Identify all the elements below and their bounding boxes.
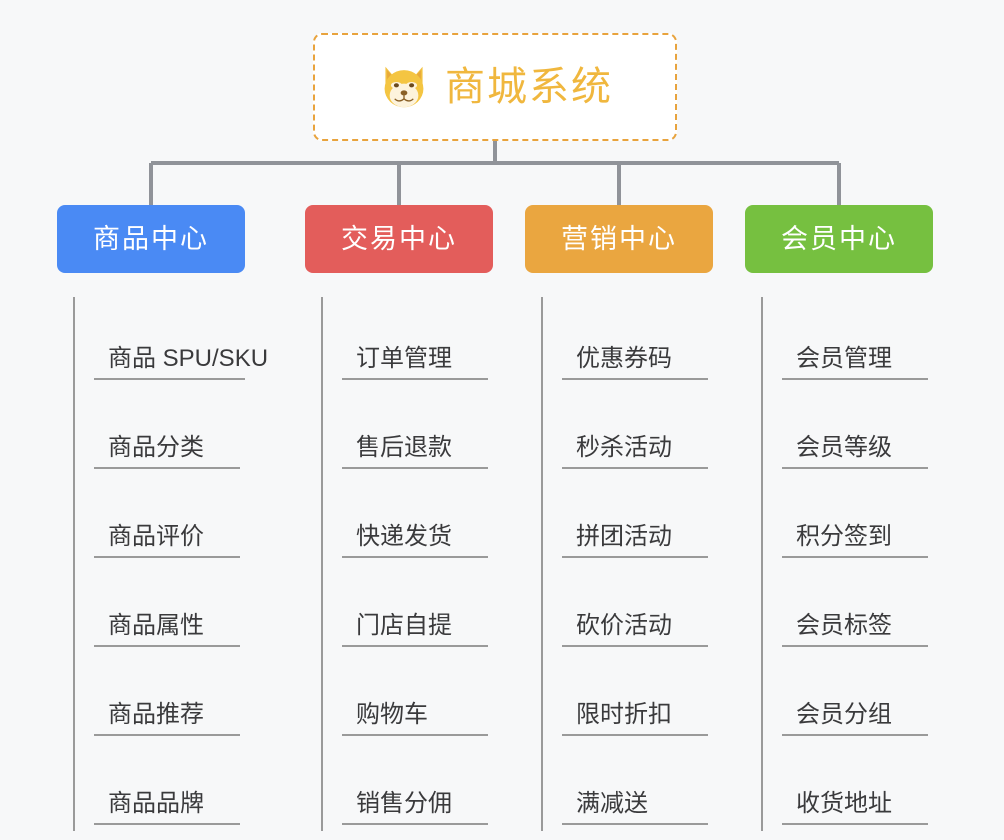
leaf-item-label: 砍价活动	[562, 612, 708, 647]
leaf-item-label: 收货地址	[782, 790, 928, 825]
leaf-item[interactable]: 门店自提	[323, 564, 493, 653]
branch-header-label: 营销中心	[561, 223, 677, 254]
leaf-item[interactable]: 商品属性	[75, 564, 245, 653]
leaf-item[interactable]: 销售分佣	[323, 742, 493, 831]
leaf-item[interactable]: 会员分组	[763, 653, 933, 742]
leaf-item[interactable]: 会员标签	[763, 564, 933, 653]
leaf-item-label: 会员管理	[782, 345, 928, 380]
leaf-item-label: 商品分类	[94, 434, 240, 469]
leaf-item-label: 秒杀活动	[562, 434, 708, 469]
leaf-item[interactable]: 商品推荐	[75, 653, 245, 742]
leaf-item[interactable]: 售后退款	[323, 386, 493, 475]
leaf-item-label: 积分签到	[782, 523, 928, 558]
leaf-item-label: 会员等级	[782, 434, 928, 469]
leaf-list-b2: 优惠券码秒杀活动拼团活动砍价活动限时折扣满减送	[541, 297, 713, 831]
leaf-item[interactable]: 拼团活动	[543, 475, 713, 564]
branch-header-b3[interactable]: 会员中心	[745, 205, 933, 273]
leaf-item[interactable]: 积分签到	[763, 475, 933, 564]
leaf-item-label: 商品 SPU/SKU	[94, 345, 268, 380]
leaf-item-label: 商品属性	[94, 612, 240, 647]
leaf-item[interactable]: 满减送	[543, 742, 713, 831]
shiba-dog-icon	[384, 66, 424, 108]
branch-header-b0[interactable]: 商品中心	[57, 205, 245, 273]
leaf-item[interactable]: 商品品牌	[75, 742, 245, 831]
leaf-item-label: 快递发货	[342, 523, 488, 558]
leaf-item-label: 满减送	[562, 790, 708, 825]
leaf-list-b1: 订单管理售后退款快递发货门店自提购物车销售分佣	[321, 297, 493, 831]
leaf-item-label: 优惠券码	[562, 345, 708, 380]
leaf-item[interactable]: 秒杀活动	[543, 386, 713, 475]
leaf-item[interactable]: 快递发货	[323, 475, 493, 564]
branch-column-b0: 商品中心商品 SPU/SKU 商品分类商品评价商品属性商品推荐商品品牌	[57, 205, 268, 831]
leaf-item[interactable]: 会员管理	[763, 297, 933, 386]
branch-header-label: 交易中心	[341, 223, 457, 254]
leaf-item-label: 会员标签	[782, 612, 928, 647]
leaf-item-label: 销售分佣	[342, 790, 488, 825]
leaf-item[interactable]: 砍价活动	[543, 564, 713, 653]
leaf-item[interactable]: 商品评价	[75, 475, 245, 564]
branch-column-b2: 营销中心优惠券码秒杀活动拼团活动砍价活动限时折扣满减送	[525, 205, 713, 831]
leaf-item[interactable]: 商品分类	[75, 386, 245, 475]
branch-header-b2[interactable]: 营销中心	[525, 205, 713, 273]
leaf-item-label: 会员分组	[782, 701, 928, 736]
leaf-item[interactable]: 会员等级	[763, 386, 933, 475]
leaf-item[interactable]: 购物车	[323, 653, 493, 742]
leaf-item-label: 购物车	[342, 701, 488, 736]
branch-header-label: 会员中心	[781, 223, 897, 254]
branch-header-label: 商品中心	[93, 223, 209, 254]
leaf-item[interactable]: 优惠券码	[543, 297, 713, 386]
leaf-item-label: 门店自提	[342, 612, 488, 647]
leaf-item[interactable]: 收货地址	[763, 742, 933, 831]
leaf-item[interactable]: 订单管理	[323, 297, 493, 386]
leaf-item-label: 售后退款	[342, 434, 488, 469]
root-node[interactable]: 商城系统	[313, 33, 677, 141]
leaf-item-label: 商品评价	[94, 523, 240, 558]
branch-column-b1: 交易中心订单管理售后退款快递发货门店自提购物车销售分佣	[305, 205, 493, 831]
leaf-item[interactable]: 限时折扣	[543, 653, 713, 742]
leaf-item-label: 限时折扣	[562, 701, 708, 736]
leaf-list-b3: 会员管理会员等级积分签到会员标签会员分组收货地址	[761, 297, 933, 831]
branch-header-b1[interactable]: 交易中心	[305, 205, 493, 273]
leaf-list-b0: 商品 SPU/SKU 商品分类商品评价商品属性商品推荐商品品牌	[73, 297, 268, 831]
leaf-item[interactable]: 商品 SPU/SKU	[75, 297, 268, 386]
leaf-item-label: 商品推荐	[94, 701, 240, 736]
leaf-item-label: 拼团活动	[562, 523, 708, 558]
leaf-item-label: 订单管理	[342, 345, 488, 380]
root-label: 商城系统	[445, 65, 613, 109]
branch-column-b3: 会员中心会员管理会员等级积分签到会员标签会员分组收货地址	[745, 205, 933, 831]
leaf-item-label: 商品品牌	[94, 790, 240, 825]
